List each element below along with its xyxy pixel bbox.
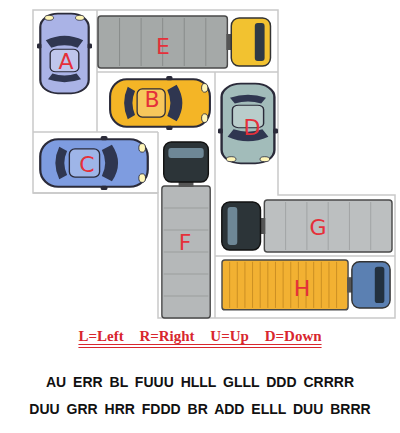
vehicle-letter: F xyxy=(179,232,192,254)
vehicle-letter: G xyxy=(309,217,326,239)
grid-lines xyxy=(33,10,395,318)
car-c xyxy=(40,136,148,190)
car-d xyxy=(218,84,278,164)
car-a xyxy=(37,14,92,94)
truck-h xyxy=(222,260,390,310)
vehicle: C xyxy=(38,136,150,190)
vehicle: G xyxy=(218,198,392,254)
vehicle-letter: B xyxy=(144,89,159,111)
truck-e xyxy=(98,16,270,68)
vehicle-letter: H xyxy=(294,278,311,300)
vehicle: B xyxy=(108,76,212,130)
move-sequence: DUU GRR HRR FDDD BR ADD ELLL DUU BRRR xyxy=(5,401,395,418)
vehicle-letter: C xyxy=(79,154,94,176)
vehicle-letter: D xyxy=(244,117,261,139)
vehicle-letter: A xyxy=(58,51,73,73)
vehicle: A xyxy=(35,12,95,95)
vehicle: E xyxy=(98,14,276,70)
legend-heading: L=Left R=Right U=Up D=Down xyxy=(0,328,400,345)
car-b xyxy=(110,76,210,130)
move-sequence: AU ERR BL FUUU HLLL GLLL DDD CRRRR xyxy=(5,374,395,391)
vehicle: F xyxy=(160,138,212,318)
truck-f xyxy=(162,142,210,318)
vehicle: D xyxy=(218,82,278,165)
truck-g xyxy=(222,200,392,252)
vehicle-letter: E xyxy=(156,36,170,58)
vehicle: H xyxy=(222,258,394,312)
